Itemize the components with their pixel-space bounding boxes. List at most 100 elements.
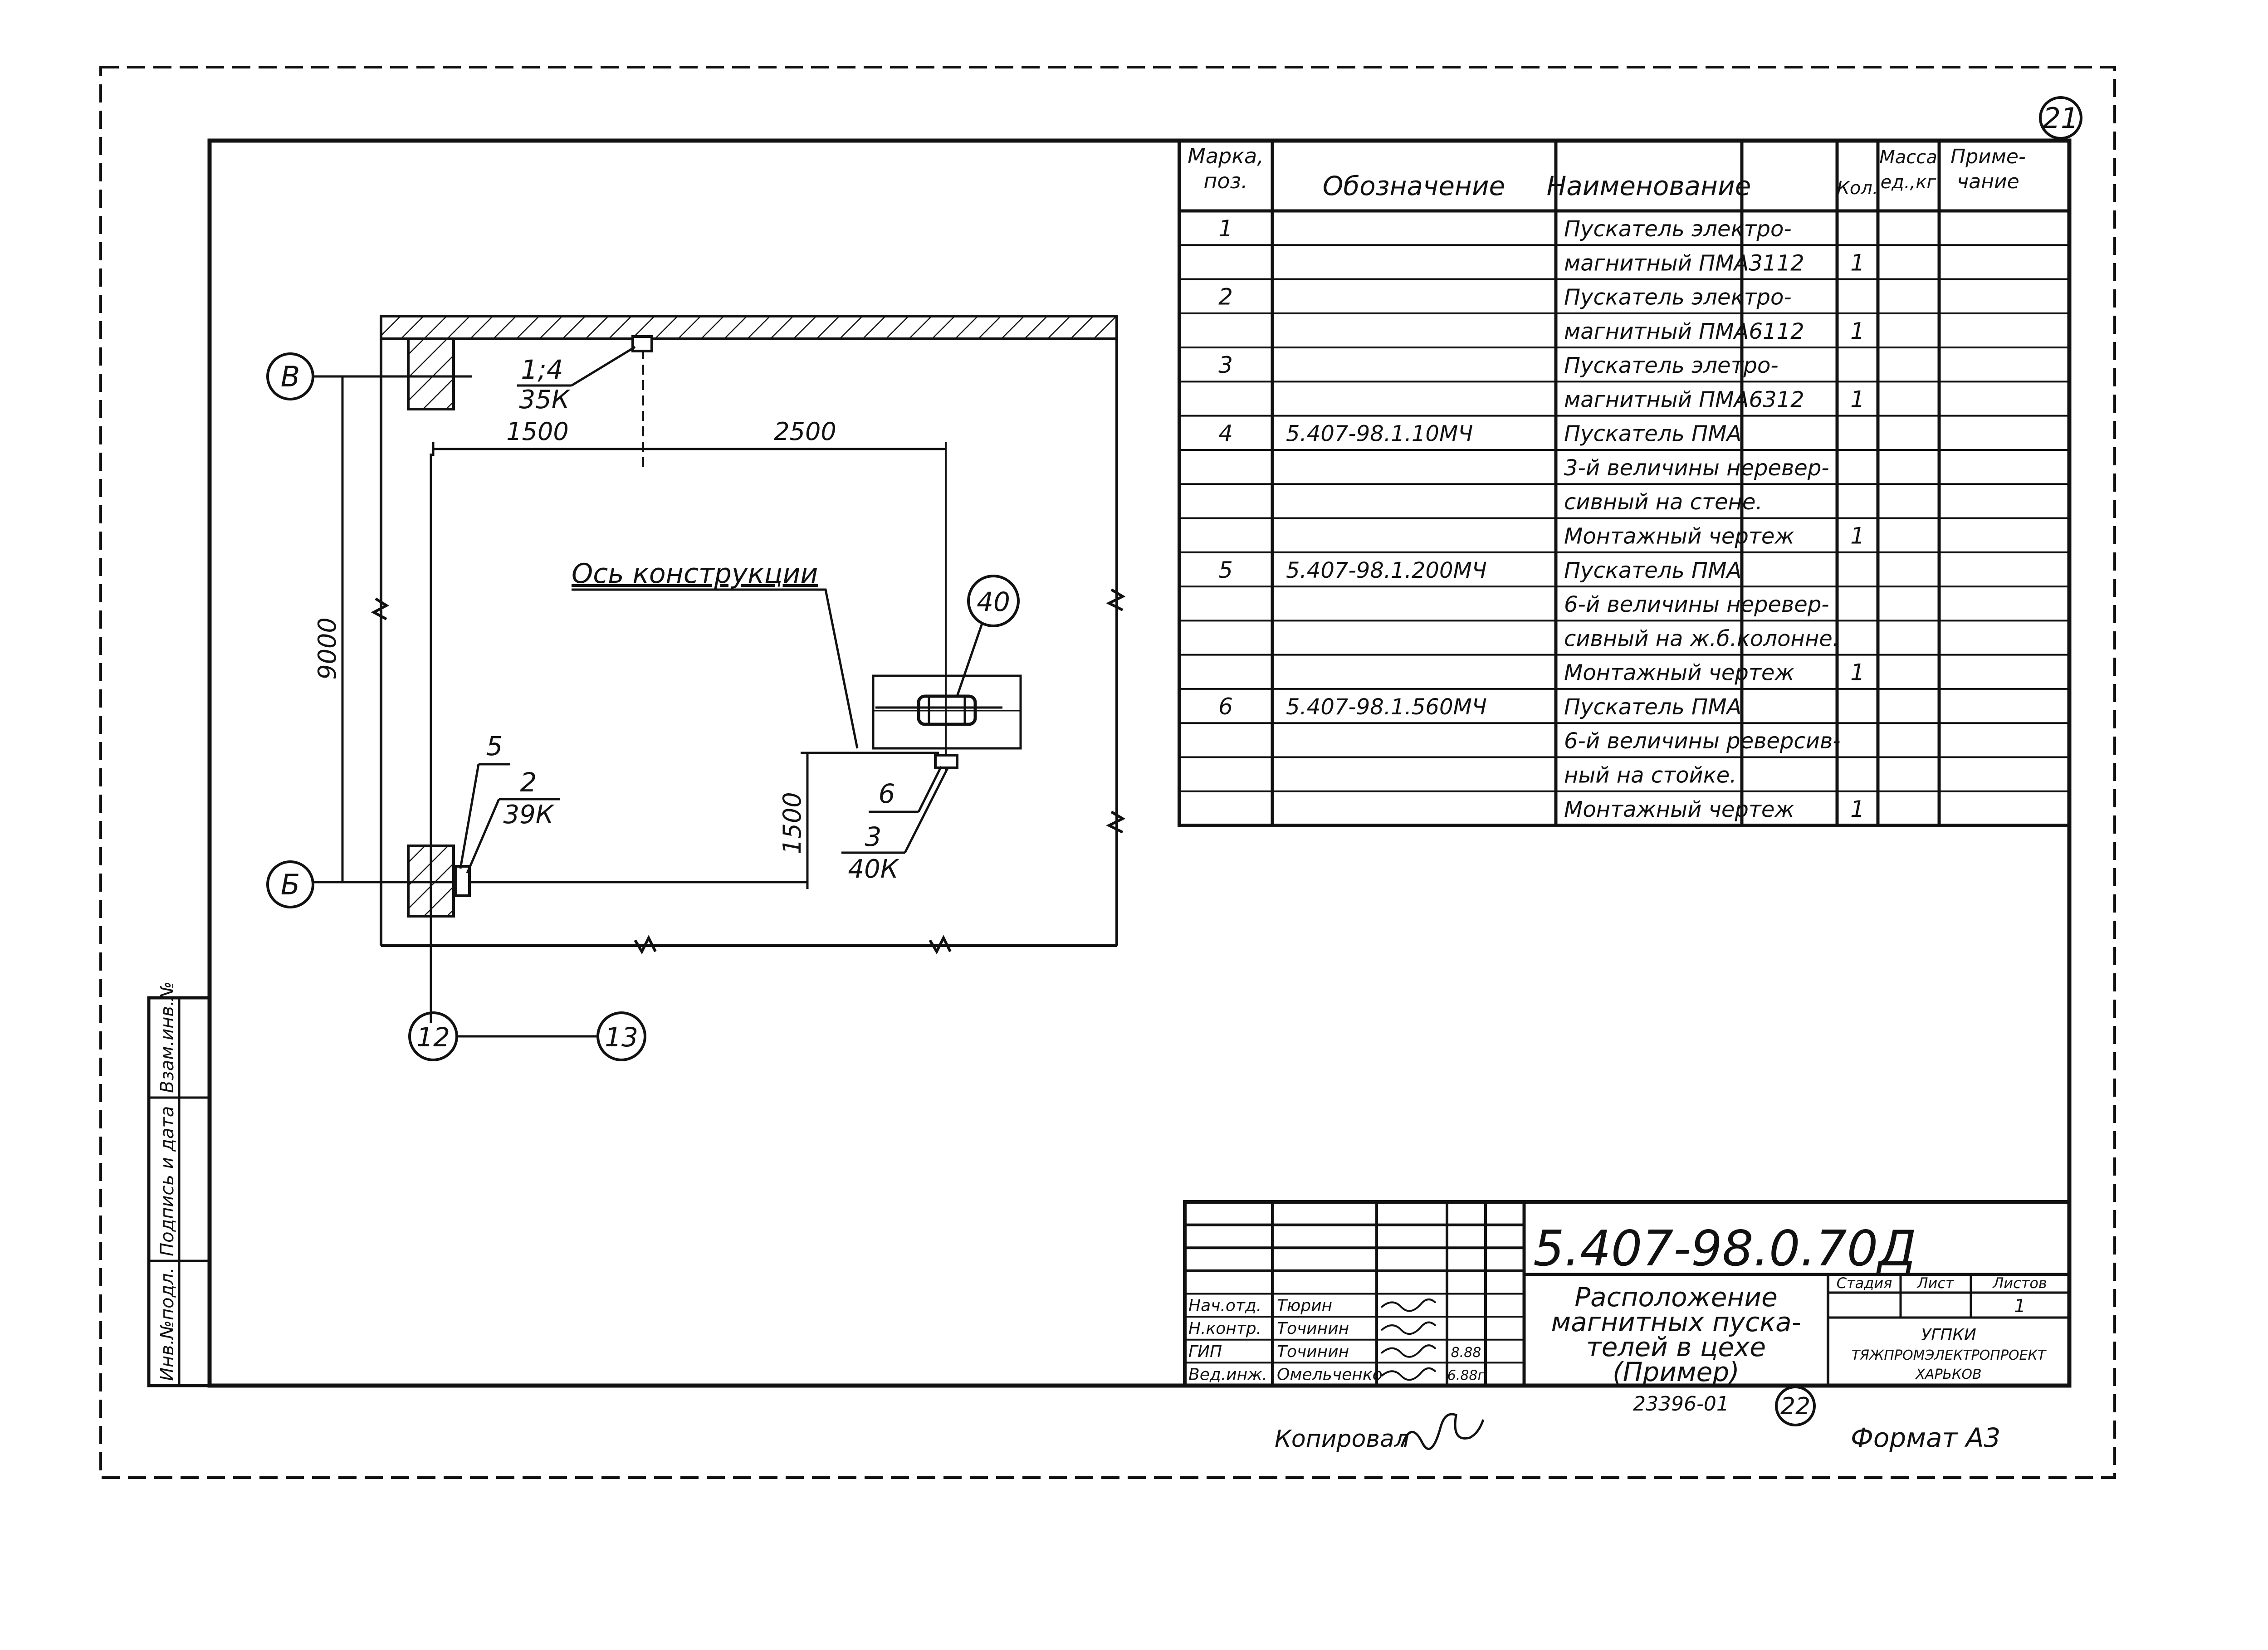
signer-role-2: ГИП (1188, 1342, 1222, 1361)
spec-cell-r16-c2: ный на стойке. (1564, 762, 1736, 788)
spec-cell-r17-c2: Монтажный чертеж (1564, 797, 1794, 822)
col-header-name: Наименование (1547, 171, 1751, 201)
title-line-4: (Пример) (1613, 1357, 1740, 1387)
spec-cell-r6-c2: Пускатель ПМА (1564, 421, 1741, 447)
spec-cell-r8-c2: сивный на стене. (1564, 489, 1763, 515)
dim-1500-vert: 1500 (778, 792, 807, 854)
side-stamp-replace: Взам.инв.№ (157, 981, 178, 1093)
spec-cell-r0-c0: 1 (1218, 215, 1233, 242)
signer-name-3: Омельченко (1277, 1365, 1383, 1384)
axis-bubble-13 (596, 1011, 646, 1061)
doc-code: 5.407-98.0.70Д (1533, 1220, 1916, 1277)
signer-date-3: 6.88г (1447, 1367, 1485, 1383)
spec-cell-r13-c3: 1 (1850, 659, 1865, 686)
sheet-number-top: 21 (2043, 102, 2079, 135)
callout-left-pos: 2 (520, 767, 537, 798)
spec-cell-r5-c2: магнитный ПМА6312 (1564, 387, 1804, 412)
callout-top-col: 35К (519, 385, 570, 415)
sheet-number-badge-bottom (1775, 1386, 1816, 1426)
spec-cell-r12-c2: сивный на ж.б.колонне. (1564, 626, 1839, 651)
dimension-lines (336, 349, 947, 889)
org-line-1: УГПКИ (1921, 1326, 1976, 1344)
signature-2 (1380, 1344, 1437, 1358)
signer-role-3: Вед.инж. (1188, 1365, 1267, 1384)
callout-5: 5 (486, 731, 503, 762)
title-block: 5.407-98.0.70Д Расположение магнитных пу… (1183, 1200, 2071, 1387)
signer-name-2: Точинин (1277, 1342, 1349, 1361)
copied-signature (1400, 1413, 1485, 1450)
signer-name-0: Тюрин (1277, 1297, 1332, 1315)
spec-table: Марка, поз. Обозначение Наименование Кол… (1178, 139, 2071, 827)
starter-stand-small (934, 754, 958, 769)
axis-bubble-12 (408, 1011, 458, 1061)
spec-cell-r9-c2: Монтажный чертеж (1564, 524, 1794, 549)
axis-bubble-b (266, 860, 314, 908)
callout-left-col: 39К (503, 800, 554, 830)
mounting-plate (872, 674, 1022, 750)
spec-cell-r4-c0: 3 (1218, 352, 1233, 378)
axis-label-v: В (281, 360, 300, 393)
signature-3 (1380, 1367, 1437, 1381)
callout-right-col: 40К (848, 854, 899, 884)
callout-6: 6 (879, 778, 895, 809)
spec-cell-r7-c2: 3-й величины неревер- (1564, 455, 1829, 481)
col-header-note: Приме- (1950, 145, 2026, 168)
spec-cell-r15-c2: 6-й величины реверсив- (1564, 728, 1841, 754)
side-stamp-inv: Инв.№подл. (157, 1267, 178, 1381)
signature-1 (1380, 1321, 1437, 1335)
spec-cell-r17-c3: 1 (1850, 796, 1865, 822)
spec-cell-r3-c3: 1 (1850, 318, 1865, 344)
title-line-2: магнитных пуска- (1551, 1307, 1801, 1338)
spec-cell-r10-c1: 5.407-98.1.200МЧ (1286, 558, 1487, 583)
callout-top-pos: 1;4 (521, 354, 563, 385)
dim-9000: 9000 (313, 617, 342, 679)
dim-1500-top: 1500 (506, 417, 568, 446)
signer-role-1: Н.контр. (1188, 1319, 1261, 1338)
spec-cell-r5-c3: 1 (1850, 386, 1865, 412)
spec-cell-r1-c2: магнитный ПМА3112 (1564, 250, 1804, 276)
org-line-3: ХАРЬКОВ (1915, 1367, 1981, 1382)
col-header-mark-2: поз. (1203, 169, 1247, 193)
side-stamp: Инв.№подл. Подпись и дата Взам.инв.№ (147, 981, 211, 1387)
axis-bubble-v (266, 352, 314, 400)
spec-cell-r10-c0: 5 (1218, 557, 1233, 583)
col-header-mass: Масса (1879, 147, 1937, 168)
spec-cell-r10-c2: Пускатель ПМА (1564, 558, 1741, 583)
title-line-3: телей в цехе (1586, 1332, 1766, 1362)
column-v12 (407, 337, 455, 410)
construction-axis-label: Ось конструкции (572, 558, 818, 590)
spec-cell-r9-c3: 1 (1850, 523, 1865, 549)
org-line-2: ТЯЖПРОМЭЛЕКТРОПРОЕКТ (1852, 1347, 2047, 1363)
callout-40-bubble (967, 575, 1020, 627)
sheets-value: 1 (2014, 1296, 2025, 1317)
spec-cell-r4-c2: Пускатель элетро- (1564, 353, 1779, 378)
axis-label-12: 12 (416, 1022, 450, 1053)
trim-border (99, 66, 2116, 1479)
spec-cell-r2-c2: Пускатель электро- (1564, 285, 1792, 310)
signer-date-2: 8.88 (1451, 1345, 1481, 1361)
archive-number: 23396-01 (1633, 1392, 1729, 1416)
signer-name-1: Точинин (1277, 1319, 1349, 1338)
copied-label: Копировал (1275, 1425, 1409, 1453)
axis-label-13: 13 (605, 1022, 638, 1053)
dim-2500: 2500 (774, 417, 836, 446)
sheet-number-badge-top (2039, 96, 2082, 140)
spec-cell-r11-c2: 6-й величины неревер- (1564, 592, 1829, 617)
callout-40: 40 (977, 586, 1010, 617)
stage-label: Стадия (1837, 1274, 1892, 1292)
spec-cell-r1-c3: 1 (1850, 249, 1865, 276)
construction-axis-leader (572, 588, 859, 749)
axis-label-b: Б (281, 868, 300, 901)
spec-table-header: Марка, поз. Обозначение Наименование Кол… (1188, 144, 2026, 201)
spec-cell-r6-c0: 4 (1218, 420, 1233, 447)
building-outline (371, 315, 1126, 955)
signer-role-0: Нач.отд. (1188, 1297, 1261, 1315)
spec-cell-r13-c2: Монтажный чертеж (1564, 660, 1794, 686)
col-header-mark: Марка, (1188, 144, 1264, 168)
format-label: Формат А3 (1851, 1422, 2000, 1453)
spec-cell-r0-c2: Пускатель электро- (1564, 216, 1792, 242)
spec-cell-r2-c0: 2 (1218, 284, 1233, 310)
sheet-label: Лист (1916, 1274, 1954, 1292)
plan-view: В Б 12 13 1500 2500 9000 1500 Ось констр… (266, 315, 1126, 1061)
